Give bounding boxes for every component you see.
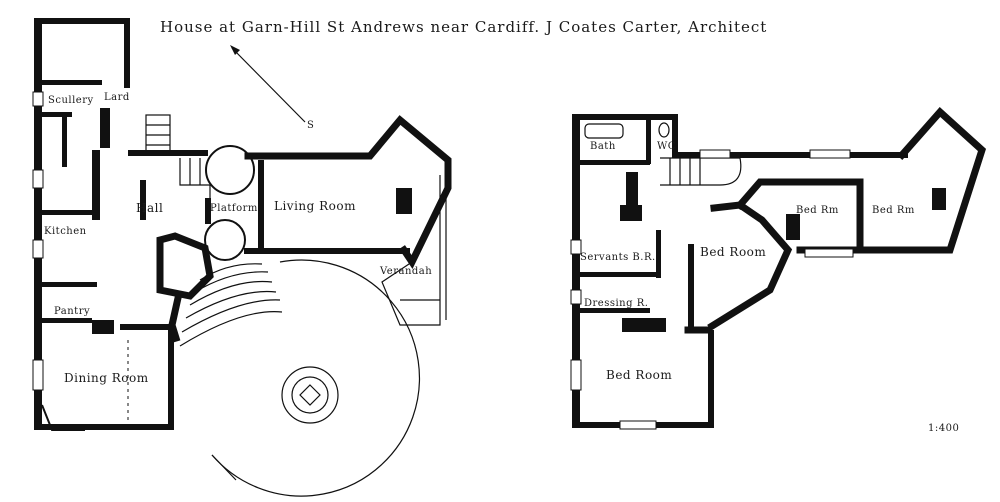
compass-label: S	[307, 120, 314, 131]
ground-floor-plan	[32, 18, 452, 497]
room-label-pantry: Pantry	[54, 306, 90, 317]
room-label-bath: Bath	[590, 141, 616, 152]
room-label-kitchen: Kitchen	[44, 226, 87, 237]
room-label-larder: Lard	[104, 92, 130, 103]
compass-arrow-icon: S	[230, 45, 314, 131]
room-label-bed-room-centre: Bed Room	[700, 245, 766, 259]
room-label-dressing-r: Dressing R.	[584, 298, 648, 309]
room-label-hall: Hall	[136, 201, 163, 215]
room-label-platform: Platform	[210, 203, 258, 214]
scale-label: 1:400	[928, 423, 959, 434]
room-label-dining-room: Dining Room	[64, 371, 149, 385]
room-label-bed-room-east: Bed Rm	[796, 205, 839, 216]
room-label-bed-room-main: Bed Room	[606, 368, 672, 382]
first-floor-plan	[570, 107, 987, 430]
room-label-verandah: Verandah	[379, 266, 432, 277]
room-label-bed-room-far-east: Bed Rm	[872, 205, 915, 216]
room-label-living-room: Living Room	[274, 199, 356, 213]
drawing-title: House at Garn-Hill St Andrews near Cardi…	[160, 18, 767, 36]
room-label-servants-br: Servants B.R.	[580, 252, 656, 263]
room-label-scullery: Scullery	[48, 95, 94, 106]
room-label-wc: WC	[657, 141, 676, 152]
